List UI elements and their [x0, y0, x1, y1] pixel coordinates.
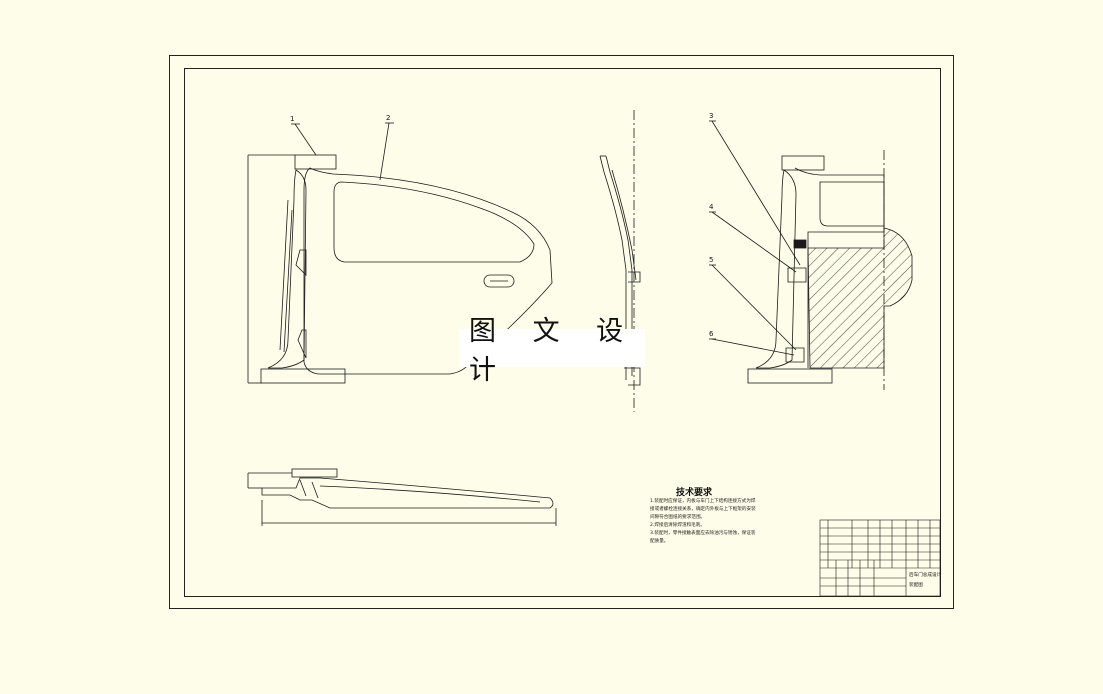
outer-border: [169, 55, 954, 609]
inner-border: [184, 68, 941, 597]
requirement-item: 1.装配时应保证，内板与车门上下结构连接方式为焊接或者螺栓连接关系，确定内外板与…: [650, 499, 756, 520]
hatched-section-view: [709, 120, 913, 390]
section-view: [599, 110, 641, 412]
balloon-4: 4: [709, 203, 714, 211]
balloon-6: 6: [709, 330, 714, 338]
drawing-name: 后车门总成设计: [909, 573, 942, 578]
watermark-label: 图 文 设 计: [459, 316, 645, 386]
requirement-item: 3.装配时，零件接触表面应去除油污与锈蚀，保证装配质量。: [650, 531, 756, 544]
balloon-5: 5: [709, 256, 714, 264]
side-view: [247, 122, 553, 384]
title-block-grid: [819, 519, 941, 597]
technical-requirements-title: 技术要求: [676, 488, 713, 498]
balloon-3: 3: [709, 112, 714, 120]
plan-view: [247, 468, 557, 526]
balloon-2: 2: [386, 114, 391, 122]
drawing-subtitle: 装配图: [909, 583, 923, 588]
balloon-1: 1: [290, 115, 295, 123]
technical-requirements-list: 1.装配时应保证，内板与车门上下结构连接方式为焊接或者螺栓连接关系，确定内外板与…: [650, 498, 760, 546]
requirement-item: 2.焊接后清除焊渣和毛刺。: [650, 523, 705, 528]
